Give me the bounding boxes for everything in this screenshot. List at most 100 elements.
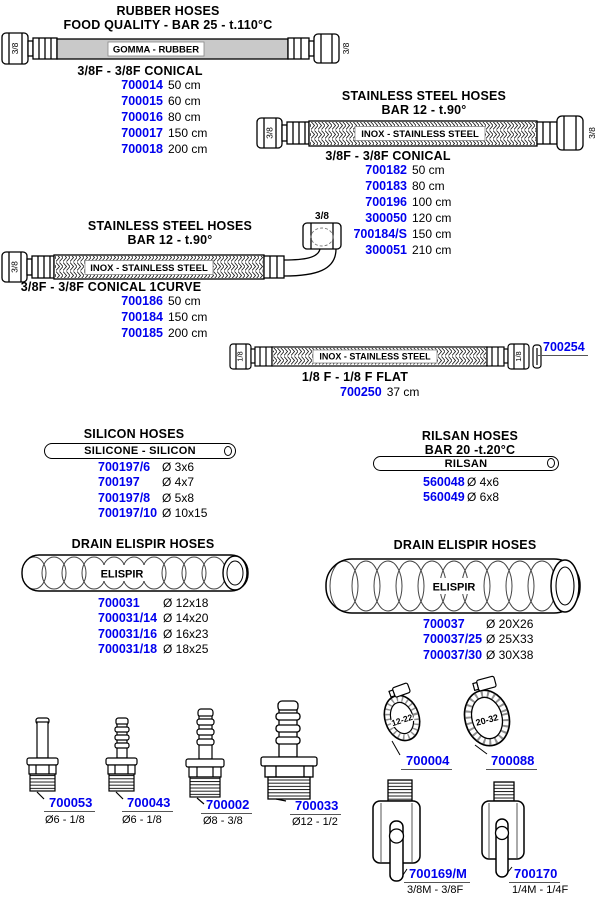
part-size: 150 cm xyxy=(412,227,452,241)
part-size: 50 cm xyxy=(168,78,201,92)
list-item: 700250 37 cm xyxy=(340,384,419,400)
part-size: 80 cm xyxy=(412,179,445,193)
part-number-link[interactable]: 700250 xyxy=(340,385,382,399)
list-item: 300050 120 cm xyxy=(300,210,451,226)
part-number-link[interactable]: 700017 xyxy=(121,126,163,140)
inox-curve-subtitle: 3/8F - 3/8F CONICAL 1CURVE xyxy=(20,280,202,294)
part-size: 37 cm xyxy=(386,385,420,399)
elispir-left-label: ELISPIR xyxy=(101,569,144,581)
valve-700170-illustration xyxy=(481,781,525,878)
elispir-left-illustration: ELISPIR xyxy=(21,554,249,592)
silicon-hose-illustration: SILICONE - SILICON xyxy=(44,443,236,459)
part-size: 150 cm xyxy=(168,126,208,140)
part-size: 50 cm xyxy=(412,163,445,177)
clamp-part-number-link[interactable]: 700088 xyxy=(486,753,538,770)
elispir-left-title: DRAIN ELISPIR HOSES xyxy=(71,536,215,551)
fitting-size: Ø6 - 1/8 xyxy=(45,814,85,826)
part-size: Ø 12x18 xyxy=(163,595,209,610)
part-size: Ø 14x20 xyxy=(163,611,209,626)
part-number-link[interactable]: 560049 xyxy=(423,490,465,505)
fitting-size: Ø8 - 3/8 xyxy=(203,815,243,827)
inox-curve-title-line1: STAINLESS STEEL HOSES xyxy=(87,219,253,233)
inox-curve-end-left-label: 3/8 xyxy=(10,261,20,273)
part-number-link[interactable]: 700037 xyxy=(423,616,465,631)
clamp-part-number-link[interactable]: 700004 xyxy=(401,753,453,770)
part-number-link[interactable]: 700197 xyxy=(98,475,140,490)
part-number-link[interactable]: 700014 xyxy=(121,78,163,92)
inox-end-left-label: 3/8 xyxy=(265,127,275,139)
part-size: 100 cm xyxy=(412,195,452,209)
flat-hose-illustration: INOX - STAINLESS STEEL 1/8 1/8 xyxy=(229,343,542,370)
part-number-link[interactable]: 700197/8 xyxy=(98,490,151,505)
part-number-link[interactable]: 700185 xyxy=(121,325,163,340)
part-number-link[interactable]: 700186 xyxy=(121,293,163,308)
washer-part-number-link[interactable]: 700254 xyxy=(538,340,588,356)
part-number-link[interactable]: 700016 xyxy=(121,110,163,124)
part-number-link[interactable]: 700031/14 xyxy=(98,611,158,626)
inox-hose-illustration: INOX - STAINLESS STEEL 3/8 3/8 xyxy=(256,115,597,151)
part-number-link[interactable]: 300050 xyxy=(365,211,407,225)
part-size: 50 cm xyxy=(168,293,201,308)
inox-curve-hose-illustration: 3/8 INOX - STAINLESS STEEL 3/8 xyxy=(1,211,342,283)
flat-subtitle: 1/8 F - 1/8 F FLAT xyxy=(301,369,409,384)
silicon-hose-label: SILICONE - SILICON xyxy=(84,445,196,457)
elbow-size-label: 3/8 xyxy=(315,211,329,222)
rilsan-title-line1: RILSAN HOSES xyxy=(421,429,519,443)
part-size: 200 cm xyxy=(168,325,208,340)
fitting-part-number-link[interactable]: 700033 xyxy=(290,798,342,815)
inox-curve-hose-label-box xyxy=(84,260,214,275)
list-item: 700037 Ø 20X26 xyxy=(423,616,533,632)
flat-end-left-label: 1/8 xyxy=(236,351,245,361)
list-item: 700031/18 Ø 18x25 xyxy=(98,642,208,658)
part-number-link[interactable]: 700031/18 xyxy=(98,642,158,657)
part-size: Ø 20X26 xyxy=(486,616,534,631)
list-item: 700031/14 Ø 14x20 xyxy=(98,611,208,627)
part-number-link[interactable]: 700197/10 xyxy=(98,506,158,521)
part-number-link[interactable]: 560048 xyxy=(423,474,465,489)
hose-end-ring xyxy=(547,458,555,468)
list-item: 700196 100 cm xyxy=(300,194,451,210)
list-item: 700186 50 cm xyxy=(58,293,207,309)
fitting-part-number-link[interactable]: 700002 xyxy=(201,797,253,814)
part-number-link[interactable]: 700037/25 xyxy=(423,632,483,647)
part-number-link[interactable]: 700182 xyxy=(365,163,407,177)
list-item: 700014 50 cm xyxy=(58,77,207,93)
rubber-hose-label: GOMMA - RUBBER xyxy=(113,45,199,56)
inox-curve-hose-label: INOX - STAINLESS STEEL xyxy=(90,263,208,274)
part-size: Ø 18x25 xyxy=(163,642,209,657)
part-size: 80 cm xyxy=(168,110,201,124)
part-number-link[interactable]: 700018 xyxy=(121,142,163,156)
fitting-part-number-link[interactable]: 700043 xyxy=(122,795,174,812)
part-size: Ø 25X33 xyxy=(486,632,534,647)
part-number-link[interactable]: 700184 xyxy=(121,309,163,324)
part-size: 120 cm xyxy=(412,211,452,225)
part-number-link[interactable]: 700037/30 xyxy=(423,647,483,662)
rubber-title-line1: RUBBER HOSES xyxy=(116,4,220,18)
rubber-title-line2: FOOD QUALITY - BAR 25 - t.110°C xyxy=(63,17,273,32)
part-number-link[interactable]: 300051 xyxy=(365,243,407,257)
part-number-link[interactable]: 700031 xyxy=(98,595,140,610)
valve-part-number-link[interactable]: 700169/M xyxy=(404,866,470,883)
valve-700169M-illustration xyxy=(372,779,421,882)
clamp-700088-illustration: 20-32 xyxy=(463,675,511,755)
part-number-link[interactable]: 700184/S xyxy=(353,227,407,241)
part-number-link[interactable]: 700031/16 xyxy=(98,626,158,641)
fitting-part-number-link[interactable]: 700053 xyxy=(44,795,96,812)
part-number-link[interactable]: 700196 xyxy=(365,195,407,209)
list-item: 700017 150 cm xyxy=(58,125,207,141)
flat-end-right-label: 1/8 xyxy=(514,351,523,361)
part-number-link[interactable]: 700197/6 xyxy=(98,459,151,474)
flat-hose-label-box xyxy=(312,349,438,364)
rubber-subtitle: 3/8F - 3/8F CONICAL xyxy=(77,63,203,78)
valve-part-number-link[interactable]: 700170 xyxy=(509,866,561,883)
part-number-link[interactable]: 700015 xyxy=(121,94,163,108)
hose-end-ring xyxy=(224,445,232,456)
part-number-link[interactable]: 700183 xyxy=(365,179,407,193)
part-size: Ø 5x8 xyxy=(162,490,195,505)
